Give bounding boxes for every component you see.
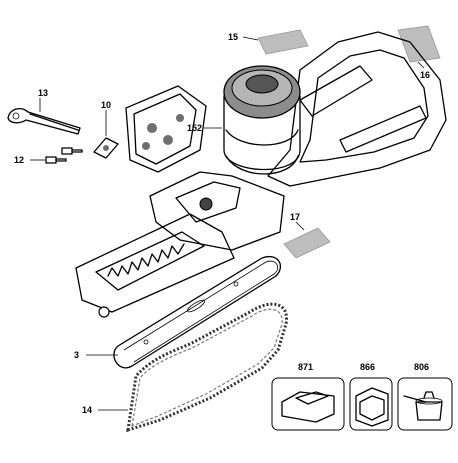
callout-871: 871 — [298, 362, 313, 372]
part-16-pad — [397, 25, 441, 63]
part-15-pad — [257, 29, 309, 55]
leader-17 — [295, 221, 305, 231]
accessory-871-box — [271, 377, 345, 431]
accessory-866-box — [349, 377, 393, 431]
callout-13: 13 — [38, 88, 48, 98]
leader-15 — [242, 36, 259, 41]
leader-16 — [417, 61, 425, 69]
callout-10: 10 — [101, 100, 111, 110]
part-17-pad — [283, 227, 331, 259]
callout-14: 14 — [82, 405, 92, 415]
bar-housing — [75, 213, 235, 318]
callout-806: 806 — [414, 362, 429, 372]
side-cover — [125, 85, 207, 173]
callout-3: 3 — [74, 350, 79, 360]
part-10-plate — [93, 137, 119, 159]
callout-866: 866 — [360, 362, 375, 372]
callout-152: 152 — [187, 123, 202, 133]
part-14-chain — [126, 302, 288, 433]
accessory-806-box — [397, 377, 453, 431]
callout-17: 17 — [290, 212, 300, 222]
main-body — [149, 31, 447, 251]
part-12-screws — [45, 147, 83, 164]
part-13-wrench — [7, 107, 81, 135]
part-3-guide-bar — [113, 255, 281, 369]
callout-16: 16 — [420, 70, 430, 80]
callout-12: 12 — [14, 155, 24, 165]
callout-15: 15 — [228, 32, 238, 42]
